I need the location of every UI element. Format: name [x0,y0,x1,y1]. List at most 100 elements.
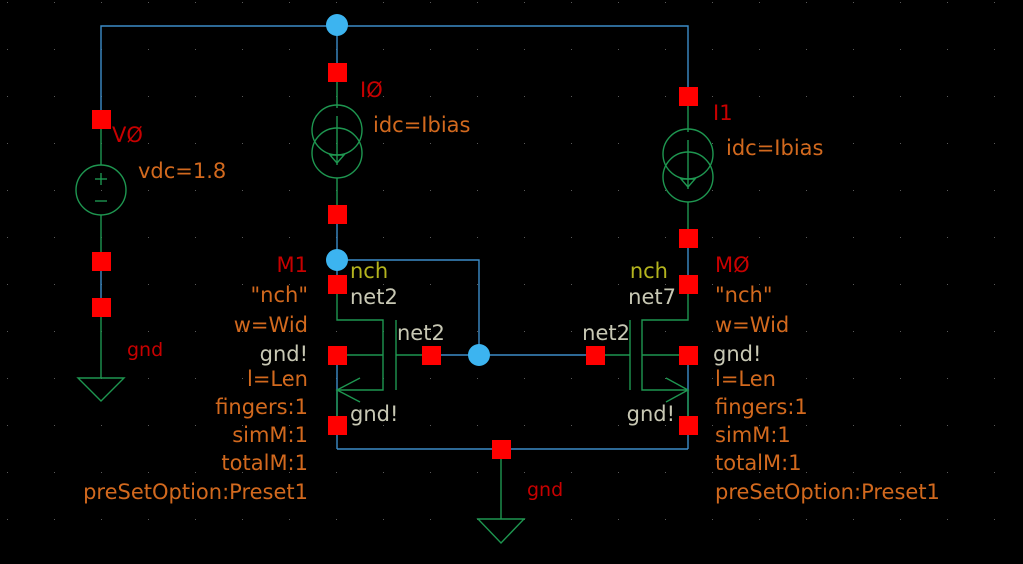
grid-dot [712,378,713,379]
grid-dot [148,425,149,426]
grid-dot [148,143,149,144]
grid-dot [947,96,948,97]
grid-dot [7,143,8,144]
grid-dot [806,190,807,191]
pin-gnd-v0[interactable] [92,298,111,317]
junction-net2-gate[interactable] [468,344,490,366]
grid-dot [759,49,760,50]
pin-m1-bulk[interactable] [328,346,347,365]
net-label-m1-gate: net2 [397,321,445,345]
param-fingers: fingers:1 [215,395,308,419]
grid-dot [101,2,102,3]
grid-dot [853,49,854,50]
ground-icon [76,377,126,402]
pin-i0-minus[interactable] [328,205,347,224]
grid-dot [900,2,901,3]
model-name-m0: nch [630,259,668,283]
grid-dot [7,284,8,285]
pin-v0-plus[interactable] [92,110,111,129]
grid-dot [101,472,102,473]
pin-i0-plus[interactable] [328,63,347,82]
grid-dot [336,2,337,3]
nmos-m0[interactable]: nch net7 net2 gnd! MØ "nch" w=Wid gnd! l… [582,253,940,504]
grid-dot [477,519,478,520]
grid-dot [289,2,290,3]
grid-dot [806,96,807,97]
grid-dot [665,472,666,473]
grid-dot [289,425,290,426]
param-length: l=Len [247,367,308,391]
param-model: "nch" [251,283,308,307]
grid-dot [759,96,760,97]
grid-dot [242,425,243,426]
nmos-m1[interactable]: nch net2 net2 gnd! M1 "nch" w=Wid gnd! l… [83,253,445,504]
grid-dot [148,519,149,520]
pin-m0-gate[interactable] [586,346,605,365]
pin-i1-plus[interactable] [679,87,698,106]
pin-m0-source[interactable] [679,416,698,435]
pin-v0-minus[interactable] [92,252,111,271]
instance-name-m0: MØ [715,253,750,277]
pin-m0-drain[interactable] [679,275,698,294]
param-length: l=Len [715,367,776,391]
idc-source-i0[interactable]: IØ idc=Ibias [311,72,470,214]
wire-vdd-top[interactable] [100,25,689,119]
grid-dot [524,190,525,191]
idc-source-i1[interactable]: I1 idc=Ibias [662,96,823,238]
grid-dot [524,237,525,238]
grid-dot [994,190,995,191]
grid-dot [712,49,713,50]
grid-dot [947,378,948,379]
grid-dot [383,49,384,50]
grid-dot [665,49,666,50]
grid-dot [7,519,8,520]
vdc-source-v0[interactable]: VØ vdc=1.8 [75,119,226,261]
net-label-m1-source: gnd! [350,402,398,426]
grid-dot [994,331,995,332]
ground-main[interactable]: gnd [476,449,563,545]
grid-dot [242,519,243,520]
grid-dot [195,378,196,379]
grid-dot [430,143,431,144]
pin-m1-source[interactable] [328,416,347,435]
grid-dot [900,519,901,520]
grid-dot [571,143,572,144]
pin-m0-bulk[interactable] [679,346,698,365]
grid-dot [947,472,948,473]
wires [100,25,689,450]
net-label-m0-source: gnd! [627,402,675,426]
pin-i1-minus[interactable] [679,229,698,248]
param-list-m0: MØ "nch" w=Wid gnd! l=Len fingers:1 simM… [713,253,940,504]
grid-dot [618,143,619,144]
grid-dot [712,143,713,144]
grid-dot [524,378,525,379]
grid-dot [712,331,713,332]
pin-m1-gate[interactable] [422,346,441,365]
grid-dot [383,284,384,285]
grid-dot [853,190,854,191]
instance-name-v0: VØ [112,123,143,147]
grid-dot [195,331,196,332]
grid-dot [994,425,995,426]
wire-net2-loop[interactable] [337,259,480,355]
grid-dot [54,143,55,144]
pin-m1-drain[interactable] [328,275,347,294]
grid-dot [994,519,995,520]
grid-dot [900,284,901,285]
grid-dot [571,96,572,97]
grid-dot [524,2,525,3]
junction-net2-drain[interactable] [326,249,348,271]
grid-dot [665,425,666,426]
pin-gnd-main[interactable] [492,440,511,459]
grid-dot [242,190,243,191]
grid-dot [759,472,760,473]
ground-v0[interactable]: gnd [76,307,163,402]
grid-dot [477,190,478,191]
grid-dot [759,190,760,191]
grid-dot [7,190,8,191]
grid-dot [289,143,290,144]
grid-dot [289,331,290,332]
grid-dot [430,96,431,97]
junction-vdd[interactable] [326,14,348,36]
